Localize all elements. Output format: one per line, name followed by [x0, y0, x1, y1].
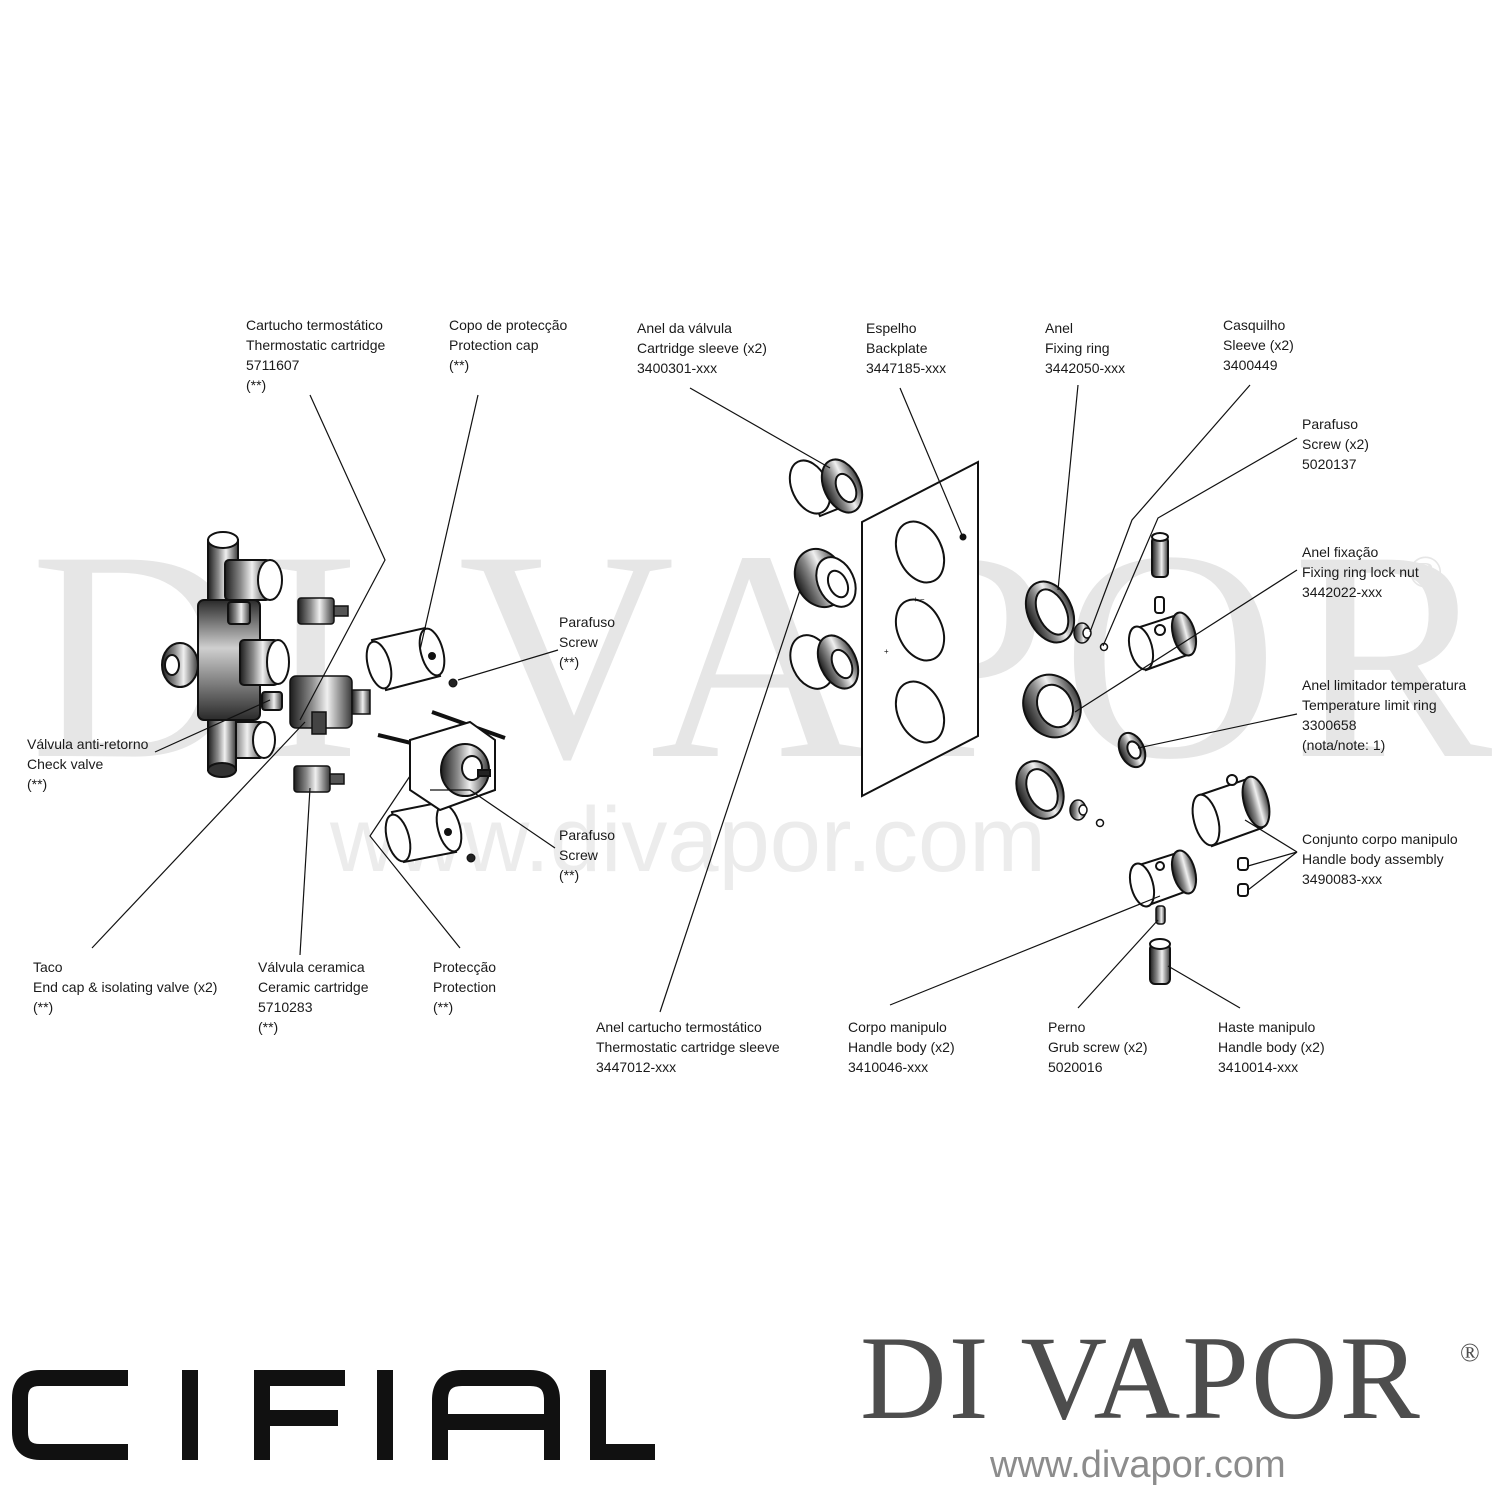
divapor-url: www.divapor.com: [990, 1444, 1286, 1486]
watermark-registered-mark: ®: [1408, 546, 1443, 597]
divapor-brand-name: DI VAPOR: [860, 1311, 1422, 1444]
protection-cap-top: [365, 626, 446, 692]
cifial-logo: [12, 1370, 655, 1460]
cartridge-sleeve-2: [789, 634, 860, 690]
fixing-ring-lower: [1015, 760, 1065, 820]
leader-lines: [91, 384, 1298, 1013]
svg-text:+: +: [884, 647, 889, 656]
temperature-limit-ring: [1117, 731, 1147, 769]
ceramic-cartridge-top: [297, 597, 349, 625]
fixing-ring-lock-nut: [1022, 673, 1082, 739]
sleeve-screw-lower: [1069, 799, 1105, 828]
grub-screw: [1155, 905, 1166, 925]
mounting-bracket: [377, 710, 506, 812]
valve-body-assembly: [161, 531, 290, 778]
screw-bottom-left: [466, 853, 476, 863]
handle-body-assembly: [1191, 774, 1271, 897]
cartridge-sleeve-1: [788, 458, 864, 518]
fixing-ring: [1024, 580, 1076, 644]
handle-stem-bottom: [1149, 938, 1171, 985]
screw-top-left: [448, 678, 458, 688]
handle-body-lower: [1128, 849, 1198, 908]
ceramic-cartridge-bottom: [293, 765, 345, 793]
backplate: + − +: [861, 460, 979, 798]
handle-body-top: [1127, 611, 1198, 672]
svg-text:+ −: + −: [913, 595, 925, 604]
protection-cap-bottom: [384, 800, 463, 864]
divapor-registered-mark: ®: [1460, 1338, 1480, 1367]
thermostatic-cartridge-sleeve: [793, 547, 857, 609]
handle-stem-top: [1151, 532, 1169, 614]
sleeve-screw-upper: [1073, 622, 1109, 652]
thermostatic-cartridge: [289, 675, 371, 735]
